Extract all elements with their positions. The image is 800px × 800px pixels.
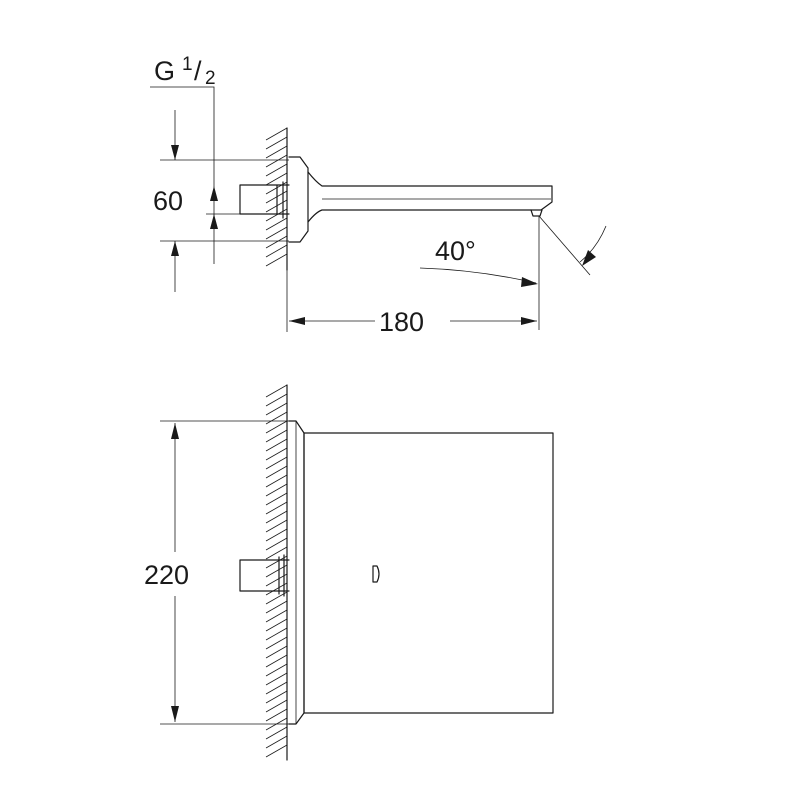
wall-hatch-line [265, 537, 288, 551]
wall-hatch-line [265, 226, 288, 240]
connector-front [239, 554, 290, 597]
wall-hatch-line [265, 172, 288, 186]
wall-hatch-line [265, 483, 288, 497]
outlet-marker [372, 565, 380, 583]
wall-hatch-line [265, 636, 288, 650]
wall-hatch-line [265, 429, 288, 443]
wall-hatch-line [265, 465, 288, 479]
wall-hatch-line [265, 393, 288, 407]
wall-hatch-line [265, 447, 288, 461]
wall-hatch-line [265, 708, 288, 722]
wall-hatch-line [265, 235, 288, 249]
wall-hatch-line [265, 136, 288, 150]
spout-side [307, 171, 553, 223]
wall-hatch-line [265, 600, 288, 614]
wall-hatch-line [265, 127, 288, 141]
wall-hatch-line [265, 474, 288, 488]
wall-hatch-line [265, 663, 288, 677]
angle-dimension [419, 215, 607, 330]
wall-hatch-line [265, 618, 288, 632]
wall-hatch-line [265, 681, 288, 695]
angle-label: 40° [435, 236, 476, 266]
rosette-front [288, 420, 305, 725]
aerator-side [530, 209, 543, 217]
wall-hatch-line [265, 456, 288, 470]
wall-hatch-line [265, 528, 288, 542]
thread-denominator: 2 [205, 68, 216, 89]
length-label: 180 [379, 307, 424, 337]
wall-hatch-line [265, 154, 288, 168]
side-view: G 1 / 2 60 40° [150, 54, 607, 337]
wall-hatch-line [265, 402, 288, 416]
wall-hatch-line [265, 420, 288, 434]
width-dimension [160, 420, 296, 725]
wall-section-bottom [265, 384, 288, 761]
wall-hatch-line [265, 546, 288, 560]
wall-hatch-line [265, 735, 288, 749]
wall-hatch-line [265, 510, 288, 524]
wall-hatch-line [265, 501, 288, 515]
connector-side [239, 181, 290, 219]
thread-numerator: 1 [182, 54, 193, 75]
wall-hatch-line [265, 726, 288, 740]
wall-hatch-line [265, 145, 288, 159]
wall-hatch-line [265, 244, 288, 258]
wall-hatch-line [265, 384, 288, 398]
wall-hatch-line [265, 438, 288, 452]
wall-hatch-line [265, 163, 288, 177]
wall-hatch-line [265, 627, 288, 641]
wall-hatch-line [265, 609, 288, 623]
wall-hatch-line [265, 253, 288, 267]
wall-hatch-line [265, 645, 288, 659]
thread-slash: / [194, 56, 202, 86]
wall-hatch-line [265, 217, 288, 231]
depth-label: 60 [153, 186, 183, 216]
spout-top-face [303, 432, 554, 714]
wall-hatch-line [265, 699, 288, 713]
wall-section-top [265, 127, 288, 271]
wall-hatch-line [265, 744, 288, 758]
length-dimension [286, 270, 537, 332]
wall-hatch-line [265, 411, 288, 425]
depth-dimension [160, 110, 289, 292]
wall-hatch-line [265, 654, 288, 668]
rosette-side [288, 156, 309, 243]
wall-hatch-line [265, 519, 288, 533]
thread-letter: G [154, 56, 175, 86]
front-view: 220 [144, 384, 554, 761]
width-label: 220 [144, 560, 189, 590]
wall-hatch-line [265, 672, 288, 686]
wall-hatch-line [265, 690, 288, 704]
wall-hatch-line [265, 492, 288, 506]
thread-leader [150, 86, 215, 186]
